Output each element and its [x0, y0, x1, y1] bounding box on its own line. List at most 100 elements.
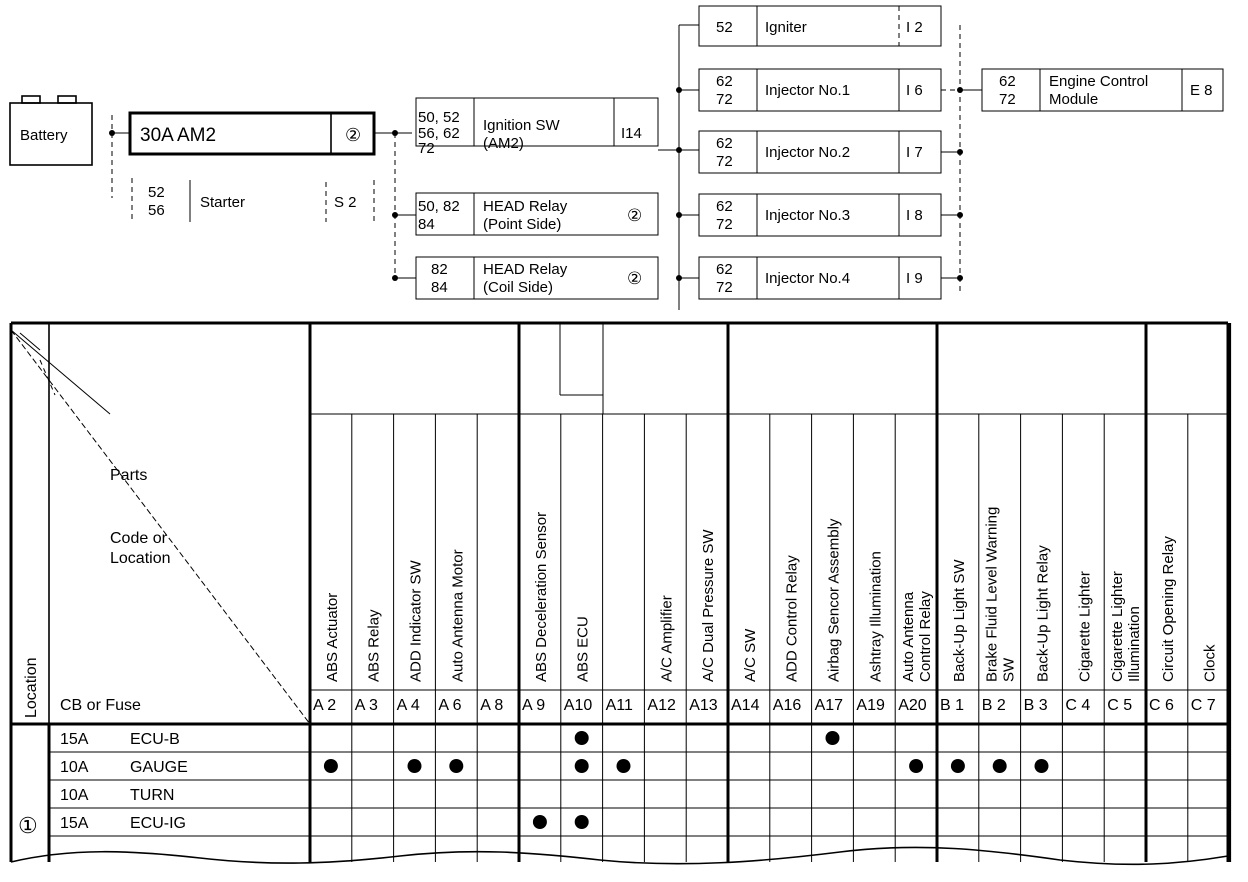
ignition-label-1: Ignition SW [483, 117, 561, 134]
column-label: Cigarette Lighter [1076, 571, 1093, 682]
connection-dot [950, 759, 965, 773]
row-fuse-name: GAUGE [130, 759, 188, 776]
column-code: A16 [773, 697, 802, 714]
column-code: B 2 [982, 697, 1006, 714]
column-code: C 5 [1107, 697, 1132, 714]
column-label: Back-Up Light Relay [1035, 545, 1052, 682]
column-code: A 6 [438, 697, 461, 714]
starter-label: Starter [200, 194, 245, 211]
injector-4-pin-2: 72 [716, 279, 733, 296]
column-label: Circuit Opening Relay [1160, 536, 1177, 682]
injector-1-label: Injector No.1 [765, 82, 850, 99]
connection-dot [532, 815, 547, 829]
connection-dot [1034, 759, 1049, 773]
location-marker: ① [18, 813, 38, 838]
injector-4-pin-1: 62 [716, 261, 733, 278]
column-code: A 8 [480, 697, 503, 714]
injector-3: 62 72 Injector No.3 I 8 [698, 193, 942, 237]
column-label: Ashtray Illumination [867, 551, 884, 682]
injector-2-label: Injector No.2 [765, 144, 850, 161]
connection-dot [574, 759, 589, 773]
ignition-sw: 50, 52 56, 62 72 Ignition SW (AM2) I14 [415, 97, 659, 157]
fuse-location-table: Location Parts Code or Location CB or Fu… [9, 321, 1232, 866]
injector-2-pin-2: 72 [716, 153, 733, 170]
column-label: Control Relay [917, 591, 934, 682]
injector-2-code: I 7 [906, 144, 923, 161]
engine-control-module: 62 72 Engine Control Module E 8 [981, 68, 1224, 112]
injector-2-pin-1: 62 [716, 135, 733, 152]
column-code: A11 [606, 697, 633, 714]
column-code: A 2 [313, 697, 336, 714]
column-code: A 4 [397, 697, 420, 714]
column-label: ABS ECU [575, 616, 592, 682]
column-label: Cigarette Lighter [1109, 571, 1126, 682]
am2-fuse-label: 30A AM2 [140, 125, 216, 146]
row-fuse-amp: 10A [60, 787, 89, 804]
row-fuse-amp: 10A [60, 759, 89, 776]
ecm-pin-2: 72 [999, 91, 1016, 108]
header-code-2: Location [110, 550, 171, 567]
connection-dot [616, 759, 631, 773]
row-fuse-amp: 15A [60, 815, 89, 832]
column-code: B 3 [1024, 697, 1048, 714]
connection-dot [574, 731, 589, 745]
header-location: Location [23, 658, 40, 719]
connection-dot [449, 759, 464, 773]
row-fuse-name: ECU-B [130, 731, 180, 748]
column-label: ABS Actuator [324, 593, 341, 682]
column-label: A/C Amplifier [658, 595, 675, 682]
circuit-diagram: Battery 30A AM2 ② 52 56 Starter S 2 [9, 5, 1224, 310]
starter-code: S 2 [334, 194, 357, 211]
injector-1: 62 72 Injector No.1 I 6 [698, 68, 942, 112]
injector-1-pin-1: 62 [716, 73, 733, 90]
head-point-pin-1: 50, 82 [418, 198, 460, 215]
ignition-pin-1: 50, 52 [418, 109, 460, 126]
row-fuse-amp: 15A [60, 731, 89, 748]
ignition-pin-2: 56, 62 [418, 125, 460, 142]
injector-3-code: I 8 [906, 207, 923, 224]
column-label: A/C Dual Pressure SW [700, 529, 717, 682]
battery-label: Battery [20, 127, 68, 144]
connection-dot [323, 759, 338, 773]
ecm-code: E 8 [1190, 82, 1213, 99]
head-coil-pin-1: 82 [431, 261, 448, 278]
head-coil-label-2: (Coil Side) [483, 279, 553, 296]
column-code: A 3 [355, 697, 378, 714]
connection-dot [909, 759, 924, 773]
head-coil-marker: ② [627, 269, 642, 288]
battery: Battery [9, 95, 93, 166]
starter: 52 56 Starter S 2 [131, 178, 375, 222]
injector-4: 62 72 Injector No.4 I 9 [698, 256, 942, 300]
column-code: C 4 [1065, 697, 1090, 714]
column-label: Clock [1202, 644, 1219, 682]
igniter: 52 Igniter I 2 [698, 5, 942, 47]
column-label: ABS Deceleration Sensor [533, 512, 550, 682]
am2-fuse: 30A AM2 ② [128, 111, 376, 156]
column-label: Illumination [1126, 606, 1143, 682]
injector-4-code: I 9 [906, 270, 923, 287]
head-relay-coil: 82 84 HEAD Relay (Coil Side) ② [415, 256, 659, 300]
ignition-code: I14 [621, 125, 642, 142]
head-point-label-1: HEAD Relay [483, 198, 568, 215]
injector-4-label: Injector No.4 [765, 270, 850, 287]
column-label: ADD Indicator SW [408, 559, 425, 682]
starter-pin-1: 52 [148, 184, 165, 201]
column-code: A20 [898, 697, 927, 714]
head-relay-point: 50, 82 84 HEAD Relay (Point Side) ② [415, 192, 659, 236]
ignition-label-2: (AM2) [483, 135, 524, 152]
injector-3-pin-2: 72 [716, 216, 733, 233]
head-point-marker: ② [627, 206, 642, 225]
row-fuse-name: TURN [130, 787, 174, 804]
column-label: Auto Antenna [900, 591, 917, 682]
header-parts: Parts [110, 467, 147, 484]
column-code: A19 [856, 697, 885, 714]
injector-3-pin-1: 62 [716, 198, 733, 215]
column-code: A13 [689, 697, 718, 714]
igniter-code: I 2 [906, 19, 923, 36]
injector-2: 62 72 Injector No.2 I 7 [698, 130, 942, 174]
head-coil-label-1: HEAD Relay [483, 261, 568, 278]
injector-3-label: Injector No.3 [765, 207, 850, 224]
column-code: C 7 [1191, 697, 1216, 714]
connection-dot [574, 815, 589, 829]
